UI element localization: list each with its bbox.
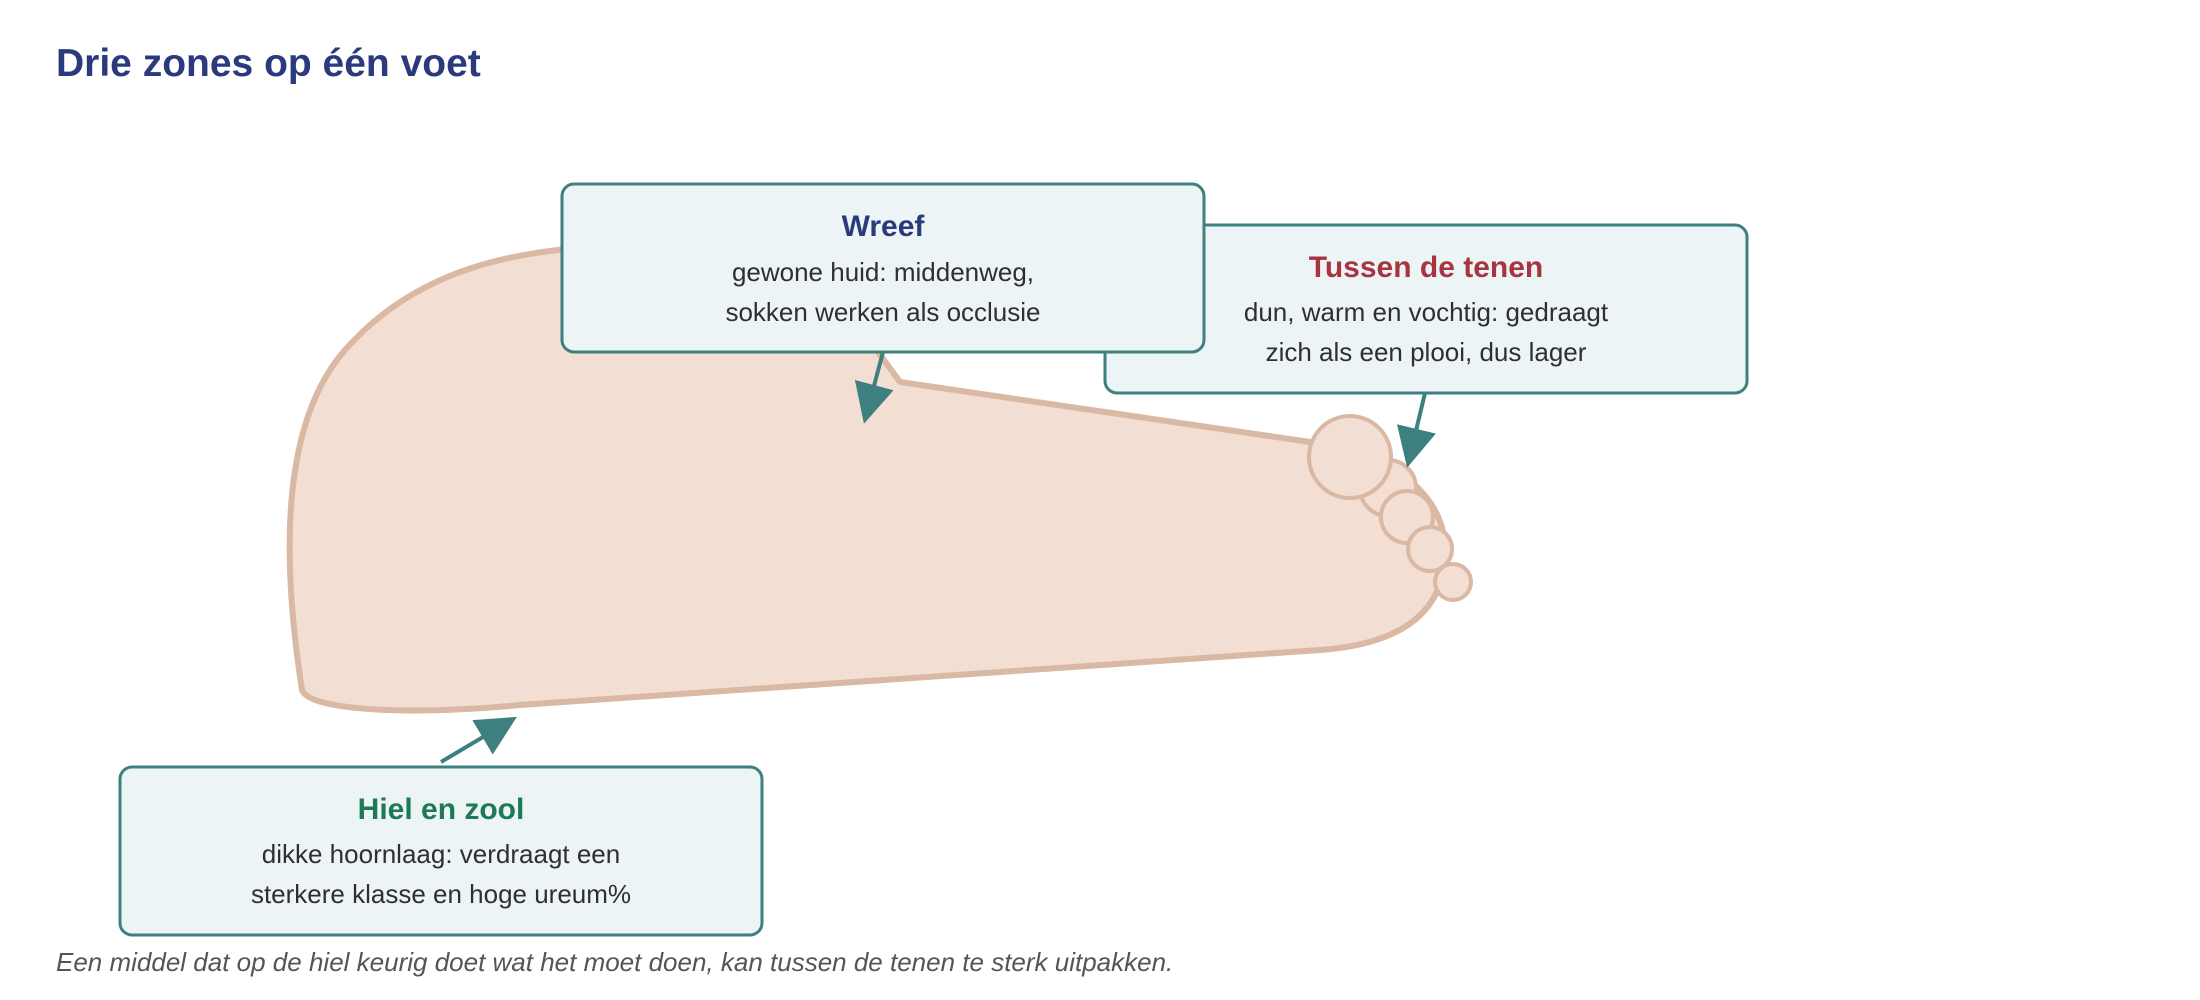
page-title: Drie zones op één voet bbox=[56, 42, 481, 85]
callout-line: dun, warm en vochtig: gedraagt bbox=[1244, 297, 1609, 327]
callout-line: gewone huid: middenweg, bbox=[732, 257, 1034, 287]
foot-illustration bbox=[286, 242, 1473, 714]
callout-line: zich als een plooi, dus lager bbox=[1266, 337, 1587, 367]
callout-line: sterkere klasse en hoge ureum% bbox=[251, 879, 631, 909]
toe-circle bbox=[1307, 414, 1393, 500]
arrow-hiel bbox=[439, 716, 517, 764]
callout-tussen-de-tenen: Tussen de tenen dun, warm en vochtig: ge… bbox=[1103, 223, 1749, 395]
callout-line: dikke hoornlaag: verdraagt een bbox=[262, 839, 620, 869]
callout-line: sokken werken als occlusie bbox=[725, 297, 1040, 327]
callout-box bbox=[118, 765, 764, 937]
arrow-tenen bbox=[1396, 392, 1436, 468]
callout-title: Tussen de tenen bbox=[1309, 251, 1544, 284]
caption: Een middel dat op de hiel keurig doet wa… bbox=[56, 947, 1174, 977]
callout-hiel-en-zool: Hiel en zool dikke hoornlaag: verdraagt … bbox=[118, 765, 764, 937]
callout-wreef: Wreef gewone huid: middenweg, sokken wer… bbox=[560, 182, 1206, 354]
callout-title: Hiel en zool bbox=[358, 793, 525, 826]
toe-circle bbox=[1406, 525, 1454, 573]
toe-circle bbox=[1433, 562, 1473, 602]
callout-title: Wreef bbox=[842, 210, 926, 243]
arrow-wreef bbox=[854, 351, 894, 424]
